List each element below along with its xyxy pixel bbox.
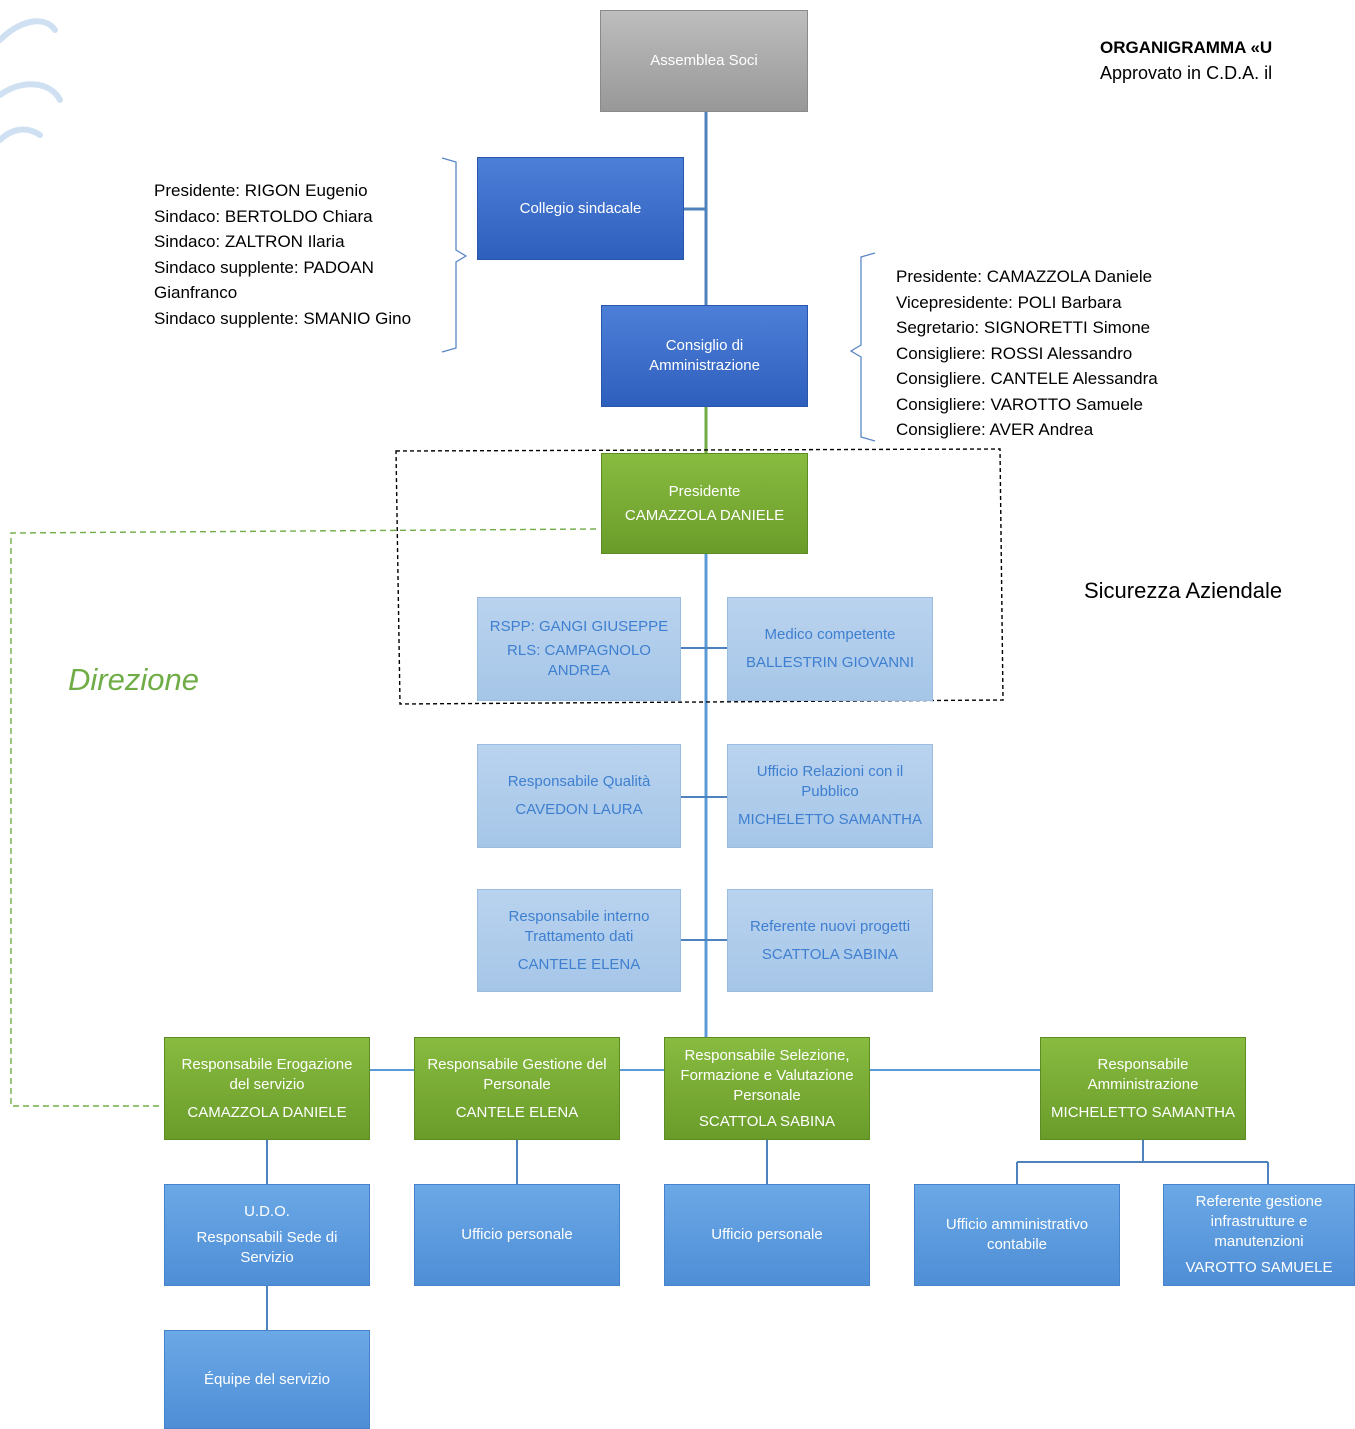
node-ufficio-personale-gestione[interactable]: Ufficio personale (414, 1184, 620, 1286)
cda-members-list: Presidente: CAMAZZOLA Daniele Vicepresid… (896, 264, 1158, 443)
chart-subtitle: Approvato in C.D.A. il (1100, 63, 1273, 83)
node-name: BALLESTRIN GIOVANNI (745, 654, 915, 671)
node-name: CAMAZZOLA DANIELE (187, 1103, 347, 1121)
node-role: Ufficio Relazioni con il (756, 763, 904, 780)
node-label: Servizio (240, 1249, 294, 1266)
node-responsabile-qualita[interactable]: Responsabile Qualità CAVEDON LAURA (477, 744, 681, 848)
collegio-brace (441, 157, 468, 353)
node-responsabile-amministrazione[interactable]: Responsabile Amministrazione MICHELETTO … (1040, 1037, 1246, 1140)
node-name: CANTELE ELENA (517, 955, 641, 973)
node-assemblea-soci[interactable]: Assemblea Soci (600, 10, 808, 112)
node-equipe-servizio[interactable]: Équipe del servizio (164, 1330, 370, 1429)
cda-member: Presidente: CAMAZZOLA Daniele (896, 267, 1153, 286)
node-role: Referente nuovi progetti (749, 917, 911, 935)
node-name: SCATTOLA SABINA (698, 1112, 836, 1130)
collegio-member: Sindaco: BERTOLDO Chiara (154, 206, 373, 226)
node-referente-infrastrutture[interactable]: Referente gestione infrastrutture e manu… (1163, 1184, 1355, 1286)
node-role: Referente gestione (1195, 1193, 1323, 1210)
node-udo[interactable]: U.D.O. Responsabili Sede di Servizio (164, 1184, 370, 1286)
node-label: Consiglio di (665, 337, 744, 354)
chart-title: ORGANIGRAMMA «U (1100, 38, 1273, 57)
collegio-member: Sindaco supplente: SMANIO Gino (154, 308, 412, 328)
node-label: U.D.O. (244, 1203, 290, 1220)
cda-member: Consigliere: VAROTTO Samuele (896, 394, 1143, 414)
cda-member: Vicepresidente: POLI Barbara (896, 292, 1122, 312)
cda-member: Consigliere: AVER Andrea (896, 420, 1094, 439)
collegio-member: Gianfranco (154, 283, 238, 302)
node-name: CAMAZZOLA DANIELE (624, 506, 785, 524)
node-rspp-rls[interactable]: RSPP: GANGI GIUSEPPE RLS: CAMPAGNOLO AND… (477, 597, 681, 701)
node-role: Responsabile (1097, 1055, 1189, 1073)
cda-brace (849, 252, 876, 442)
node-role: Formazione e Valutazione (680, 1066, 854, 1084)
cda-member: Consigliere. CANTELE Alessandra (896, 369, 1158, 388)
node-responsabile-erogazione-full[interactable]: Responsabile Erogazione del servizio CAM… (164, 1037, 370, 1140)
node-label: Équipe del servizio (204, 1370, 330, 1388)
watermark-logo (0, 18, 63, 143)
collegio-members-list: Presidente: RIGON Eugenio Sindaco: BERTO… (154, 178, 411, 331)
node-nuovi-progetti[interactable]: Referente nuovi progetti SCATTOLA SABINA (727, 889, 933, 992)
cda-member: Segretario: SIGNORETTI Simone (896, 318, 1151, 337)
node-consiglio-amministrazione[interactable]: Consiglio di Amministrazione (601, 305, 808, 407)
node-role: infrastrutture e (1210, 1213, 1308, 1230)
node-collegio-sindacale[interactable]: Collegio sindacale (477, 157, 684, 260)
node-label: Amministrazione (649, 357, 760, 374)
node-name: CAVEDON LAURA (515, 801, 643, 818)
node-label: contabile (986, 1236, 1048, 1253)
node-presidente[interactable]: Presidente CAMAZZOLA DANIELE (601, 453, 808, 554)
node-role: Responsabile Selezione, (684, 1046, 850, 1064)
node-role: Presidente (668, 482, 741, 500)
direzione-label: Direzione (68, 662, 199, 697)
sicurezza-label: Sicurezza Aziendale (1084, 578, 1283, 603)
node-label: RLS: CAMPAGNOLO (507, 642, 651, 659)
node-role: Trattamento dati (524, 927, 634, 945)
node-trattamento-dati[interactable]: Responsabile interno Trattamento dati CA… (477, 889, 681, 992)
node-label: Responsabili Sede di (196, 1229, 338, 1246)
node-name: SCATTOLA SABINA (761, 945, 899, 963)
direzione-connector (10, 528, 597, 1107)
node-role: Amministrazione (1087, 1075, 1199, 1093)
node-responsabile-gestione-personale[interactable]: Responsabile Gestione del Personale CANT… (414, 1037, 620, 1140)
node-label: ANDREA (547, 662, 611, 679)
node-role: manutenzioni (1214, 1233, 1304, 1250)
node-role: Medico competente (764, 626, 896, 643)
collegio-member: Sindaco: ZALTRON Ilaria (154, 232, 345, 251)
sicurezza-frame (395, 448, 1004, 705)
node-name: MICHELETTO SAMANTHA (738, 811, 922, 828)
node-medico-competente[interactable]: Medico competente BALLESTRIN GIOVANNI (727, 597, 933, 701)
node-ufficio-relazioni-pubblico[interactable]: Ufficio Relazioni con il Pubblico MICHEL… (727, 744, 933, 848)
node-name: MICHELETTO SAMANTHA (1051, 1103, 1235, 1121)
node-ufficio-personale-selezione[interactable]: Ufficio personale (664, 1184, 870, 1286)
node-label: Ufficio amministrativo (945, 1216, 1089, 1233)
node-label: Assemblea Soci (650, 52, 758, 69)
node-role: Responsabile Gestione del (427, 1055, 607, 1073)
node-role: del servizio (229, 1075, 305, 1093)
collegio-member: Sindaco supplente: PADOAN (154, 257, 374, 277)
node-role: Responsabile Erogazione (181, 1055, 353, 1073)
node-label: Collegio sindacale (519, 199, 642, 217)
node-label: Ufficio personale (461, 1226, 573, 1243)
cda-member: Consigliere: ROSSI Alessandro (896, 343, 1133, 363)
node-responsabile-selezione[interactable]: Responsabile Selezione, Formazione e Val… (664, 1037, 870, 1140)
node-role: Personale (733, 1086, 801, 1104)
node-role: Pubblico (801, 783, 859, 800)
node-name: CANTELE ELENA (455, 1103, 579, 1121)
node-role: Personale (483, 1075, 551, 1093)
node-name: VAROTTO SAMUELE (1185, 1259, 1333, 1276)
node-label: Ufficio personale (711, 1226, 823, 1243)
collegio-member: Presidente: RIGON Eugenio (154, 181, 368, 200)
node-ufficio-amministrativo[interactable]: Ufficio amministrativo contabile (914, 1184, 1120, 1286)
node-role: Responsabile Qualità (507, 773, 651, 790)
node-role: Responsabile interno (508, 907, 650, 925)
node-label: RSPP: GANGI GIUSEPPE (489, 618, 669, 635)
